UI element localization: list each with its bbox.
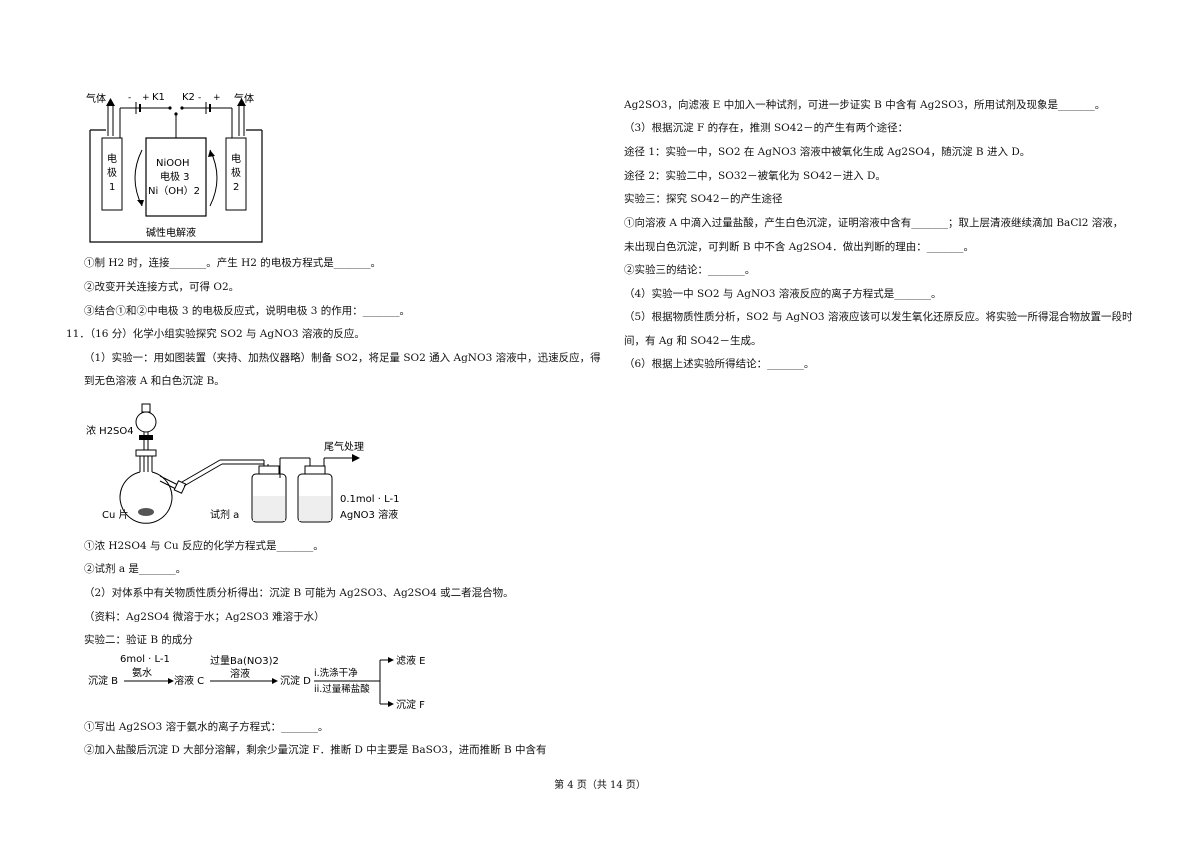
question-line: 途径 2：实验二中，SO32－被氧化为 SO42－进入 D。 <box>624 170 886 182</box>
flow-mid2: 沉淀 D <box>280 674 311 687</box>
question-heading: 11．（16 分）化学小组实验探究 SO2 与 AgNO3 溶液的反应。 <box>66 328 365 340</box>
flow-reagent1-name: 氨水 <box>132 666 152 679</box>
flow-mid1: 溶液 C <box>174 674 204 687</box>
conc-acid-label: 浓 H2SO4 <box>86 425 134 437</box>
battery-sign: + <box>213 93 221 103</box>
question-line: ①写出 Ag2SO3 溶于氨水的离子方程式：_______。 <box>84 721 329 733</box>
flow-step-ii: ii.过量稀盐酸 <box>314 683 370 695</box>
question-line: ②试剂 a 是_______。 <box>84 563 187 575</box>
electrode1-label: 1 <box>109 182 115 193</box>
electrode2-label: 电 <box>231 152 241 165</box>
question-line: Ag2SO3，向滤液 E 中加入一种试剂，可进一步证实 B 中含有 Ag2SO3… <box>624 99 1106 111</box>
cu-label: Cu 片 <box>102 508 129 521</box>
question-line: （6）根据上述实验所得结论：_______。 <box>624 358 815 370</box>
electrode3-label: NiOOH <box>156 158 190 169</box>
question-line: （5）根据物质性质分析，SO2 与 AgNO3 溶液应该可以发生氧化还原反应。将… <box>624 311 1133 323</box>
battery-sign: + <box>142 93 150 103</box>
flow-reagent2-a: 过量Ba(NO3)2 <box>210 654 279 667</box>
question-line: ①制 H2 时，连接_______。产生 H2 的电极方程式是_______。 <box>84 257 382 269</box>
question-line: ①向溶液 A 中滴入过量盐酸，产生白色沉淀，证明溶液中含有_______；取上层… <box>624 217 1124 229</box>
question-line: （资料：Ag2SO4 微溶于水；Ag2SO3 难溶于水） <box>84 611 325 623</box>
question-line: ②实验三的结论：_______。 <box>624 264 756 276</box>
question-line: （2）对体系中有关物质性质分析得出：沉淀 B 可能为 Ag2SO3、Ag2SO4… <box>84 587 514 599</box>
question-line: 实验二：验证 B 的成分 <box>84 634 193 646</box>
electrode2-label: 极 <box>231 166 241 179</box>
question-line: ①浓 H2SO4 与 Cu 反应的化学方程式是_______。 <box>84 540 324 552</box>
electrode3-label: Ni（OH）2 <box>148 185 200 197</box>
electrode3-label: 电极 3 <box>160 170 190 183</box>
electrode1-label: 极 <box>107 166 117 179</box>
question-line: ②加入盐酸后沉淀 D 大部分溶解，剩余少量沉淀 F．推断 D 中主要是 BaSO… <box>84 744 547 756</box>
flow-out-f: 沉淀 F <box>396 698 425 711</box>
experiment-flowchart: 沉淀 B 6mol · L-1 氨水 溶液 C 过量Ba(NO3)2 溶液 沉淀… <box>88 654 426 711</box>
question-line: 到无色溶液 A 和白色沉淀 B。 <box>84 375 225 387</box>
flow-out-e: 滤液 E <box>396 654 426 667</box>
question-line: 途径 1：实验一中，SO2 在 AgNO3 溶液中被氧化生成 Ag2SO4，随沉… <box>624 146 1031 158</box>
agno3-name-label: AgNO3 溶液 <box>340 508 398 521</box>
question-line: （4）实验一中 SO2 与 AgNO3 溶液反应的离子方程式是_______。 <box>624 288 942 300</box>
gas-left-label: 气体 <box>86 92 106 105</box>
electrolysis-diagram: - + - + 气体 气体 K1 K2 电 极 1 电 极 2 NiOOH 电极… <box>86 92 263 243</box>
question-line: ③结合①和②中电极 3 的电极反应式，说明电极 3 的作用：_______。 <box>84 305 410 317</box>
question-line: ②改变开关连接方式，可得 O2。 <box>84 281 240 293</box>
question-line: 间，有 Ag 和 SO42－生成。 <box>624 335 762 347</box>
apparatus-diagram: 浓 H2SO4 Cu 片 尾气处理 试剂 a 0.1mol · L-1 AgNO… <box>86 403 399 524</box>
battery-sign: - <box>198 93 201 103</box>
question-line: 实验三：探究 SO42－的产生途径 <box>624 193 783 205</box>
electrode1-label: 电 <box>107 152 117 165</box>
flow-start: 沉淀 B <box>88 674 118 687</box>
flow-reagent2-b: 溶液 <box>230 667 250 680</box>
switch-k1-label: K1 <box>152 92 165 103</box>
flow-step-i: i.洗涤干净 <box>314 667 358 679</box>
electrolyte-label: 碱性电解液 <box>146 226 196 239</box>
page-number: 第 4 页（共 14 页） <box>554 780 646 791</box>
agno3-conc-label: 0.1mol · L-1 <box>340 494 399 505</box>
battery-sign: - <box>128 93 131 103</box>
electrode2-label: 2 <box>233 182 239 193</box>
question-line: 未出现白色沉淀，可判断 B 中不含 Ag2SO4．做出判断的理由：_______… <box>624 241 974 253</box>
flow-reagent1-conc: 6mol · L-1 <box>120 654 170 665</box>
tail-gas-label: 尾气处理 <box>324 440 364 453</box>
reagent-a-label: 试剂 a <box>210 508 239 521</box>
question-line: （3）根据沉淀 F 的存在，推测 SO42－的产生有两个途径： <box>624 122 909 134</box>
question-line: （1）实验一：用如图装置（夹持、加热仪器略）制备 SO2，将足量 SO2 通入 … <box>84 352 601 364</box>
switch-k2-label: K2 <box>182 92 195 103</box>
gas-right-label: 气体 <box>234 92 254 105</box>
